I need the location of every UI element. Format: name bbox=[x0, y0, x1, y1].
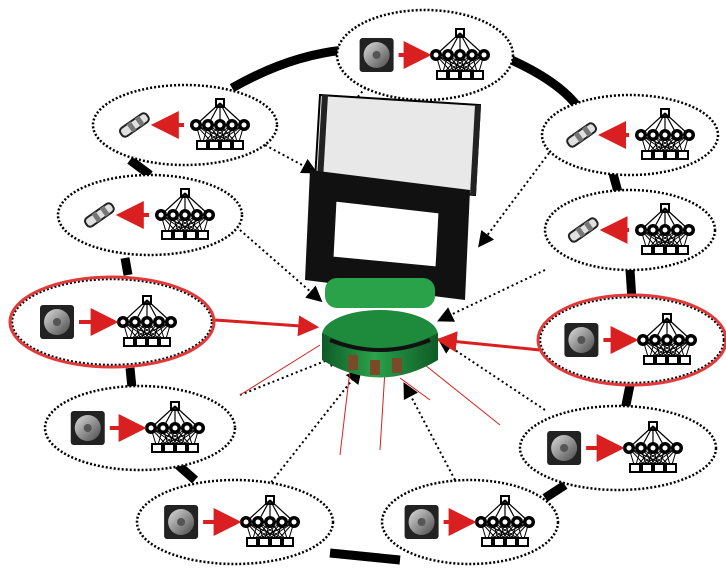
module-left bbox=[8, 275, 216, 369]
module-right bbox=[536, 293, 726, 387]
highlight-ring bbox=[8, 275, 216, 369]
neural-network-icon bbox=[637, 313, 697, 365]
rangefinder-icon bbox=[359, 38, 394, 72]
robot-screen bbox=[330, 198, 442, 270]
rangefinder-icon bbox=[164, 505, 199, 539]
neural-network-icon bbox=[475, 495, 535, 547]
module-bottom-right bbox=[380, 478, 560, 566]
module-lower-right bbox=[518, 404, 718, 492]
ir-sensor-icon bbox=[118, 112, 150, 138]
sensor-modules bbox=[8, 8, 726, 566]
rangefinder-icon bbox=[547, 431, 582, 465]
rangefinder-icon bbox=[564, 323, 599, 357]
neural-network-icon bbox=[635, 203, 695, 255]
neural-network-icon bbox=[155, 188, 215, 240]
module-upper-left bbox=[91, 83, 279, 167]
ir-sensor-icon bbox=[83, 202, 115, 228]
highlight-arrows bbox=[214, 315, 541, 353]
module-mid-right bbox=[543, 188, 717, 272]
neural-network-icon bbox=[240, 495, 300, 547]
neural-network-icon bbox=[635, 108, 695, 160]
sensor-port bbox=[392, 358, 402, 373]
robot bbox=[305, 93, 482, 378]
module-mid-left bbox=[56, 173, 244, 257]
neural-network-icon bbox=[623, 421, 683, 473]
neural-network-icon bbox=[430, 28, 490, 80]
rangefinder-icon bbox=[70, 411, 105, 445]
rangefinder-icon bbox=[40, 305, 74, 339]
neural-network-icon bbox=[190, 98, 250, 150]
module-bottom-left bbox=[135, 478, 335, 566]
module-lower-left bbox=[43, 384, 237, 472]
neural-network-icon bbox=[145, 401, 205, 453]
module-upper-right bbox=[540, 93, 720, 177]
highlight-ring bbox=[536, 293, 726, 387]
sensor-port bbox=[348, 355, 358, 370]
ir-sensor-icon bbox=[567, 217, 599, 243]
ir-sensor-icon bbox=[566, 122, 598, 148]
neural-network-icon bbox=[117, 295, 177, 347]
rangefinder-icon bbox=[404, 505, 439, 539]
module-top bbox=[335, 8, 515, 102]
sensor-port bbox=[370, 360, 380, 375]
